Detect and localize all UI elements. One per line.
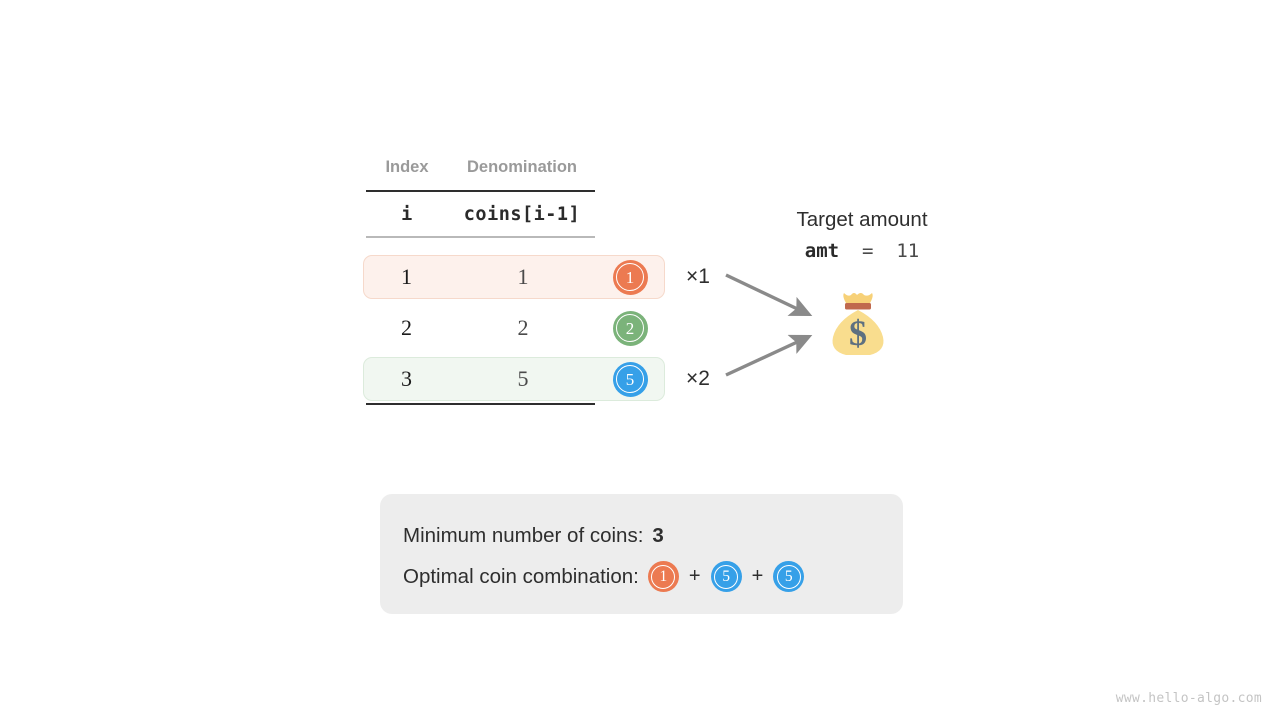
cell-index: 3 xyxy=(401,366,412,391)
plus-sign-2: + xyxy=(751,565,764,587)
result-line-combination: Optimal coin combination: 1 + 5 + 5 xyxy=(403,556,903,597)
variable-index: i xyxy=(401,203,413,225)
cell-coin: 5 xyxy=(597,361,663,397)
coin-badge-label: 2 xyxy=(625,318,635,338)
target-equals: = xyxy=(861,240,874,262)
site-watermark: www.hello-algo.com xyxy=(1115,691,1262,706)
coin-badge-5: 5 xyxy=(612,361,648,397)
result-panel: Minimum number of coins: 3 Optimal coin … xyxy=(380,494,903,614)
arrow-to-bag-bottom xyxy=(725,334,813,377)
column-header-denomination: Denomination xyxy=(467,158,577,176)
variable-denomination: coins[i-1] xyxy=(463,203,581,225)
combo-coin-label: 5 xyxy=(722,567,730,585)
target-amount-expression: amt = 11 xyxy=(762,234,962,270)
plus-sign-1: + xyxy=(688,565,701,587)
combination-label: Optimal coin combination: xyxy=(403,564,639,588)
column-header-index: Index xyxy=(385,158,429,176)
cell-index: 1 xyxy=(401,264,412,289)
coin-badge-2: 2 xyxy=(612,310,648,346)
table-row[interactable]: 2 2 2 xyxy=(363,306,665,350)
table-row[interactable]: 3 5 5 xyxy=(363,357,665,401)
table-rule-top xyxy=(366,190,595,192)
coin-badge-1: 1 xyxy=(612,259,648,295)
flow-arrows xyxy=(725,273,813,377)
coin-badge-label: 1 xyxy=(625,267,635,287)
combo-coin-label: 5 xyxy=(784,567,793,585)
money-bag-icon: $ xyxy=(832,293,884,355)
cell-coin: 2 xyxy=(597,310,663,346)
result-line-min-coins: Minimum number of coins: 3 xyxy=(403,515,903,556)
cell-denomination: 1 xyxy=(517,264,529,289)
combo-coin-2: 5 xyxy=(710,561,742,592)
table-variable-row: i coins[i-1] xyxy=(366,192,596,236)
target-amount-label: Target amount xyxy=(796,208,928,231)
cell-denomination: 2 xyxy=(517,315,529,340)
coin-denomination-table: Index Denomination i coins[i-1] 1 1 1 2 … xyxy=(363,158,665,401)
min-coins-label: Minimum number of coins: xyxy=(403,523,644,547)
cell-coin: 1 xyxy=(597,259,663,295)
cell-denomination: 5 xyxy=(517,366,529,391)
cell-index: 2 xyxy=(401,315,412,340)
arrow-to-bag-top xyxy=(725,273,813,317)
table-header-row: Index Denomination xyxy=(366,158,596,190)
target-value: 11 xyxy=(896,240,920,262)
multiplier-row-3: ×2 xyxy=(686,367,710,390)
min-coins-value: 3 xyxy=(652,523,664,547)
combo-coin-3: 5 xyxy=(773,561,805,592)
table-rule-mid xyxy=(366,236,595,238)
combo-coin-1: 1 xyxy=(647,561,679,592)
target-var-name: amt xyxy=(804,240,840,262)
multiplier-row-1: ×1 xyxy=(686,265,710,288)
svg-text:$: $ xyxy=(849,313,867,353)
target-amount-block: Target amount amt = 11 xyxy=(762,206,962,270)
table-rule-bottom xyxy=(366,403,595,405)
coin-badge-label: 5 xyxy=(625,369,635,389)
combination-coins: 1 + 5 + 5 xyxy=(647,561,805,592)
combo-coin-label: 1 xyxy=(659,567,668,585)
table-row[interactable]: 1 1 1 xyxy=(363,255,665,299)
